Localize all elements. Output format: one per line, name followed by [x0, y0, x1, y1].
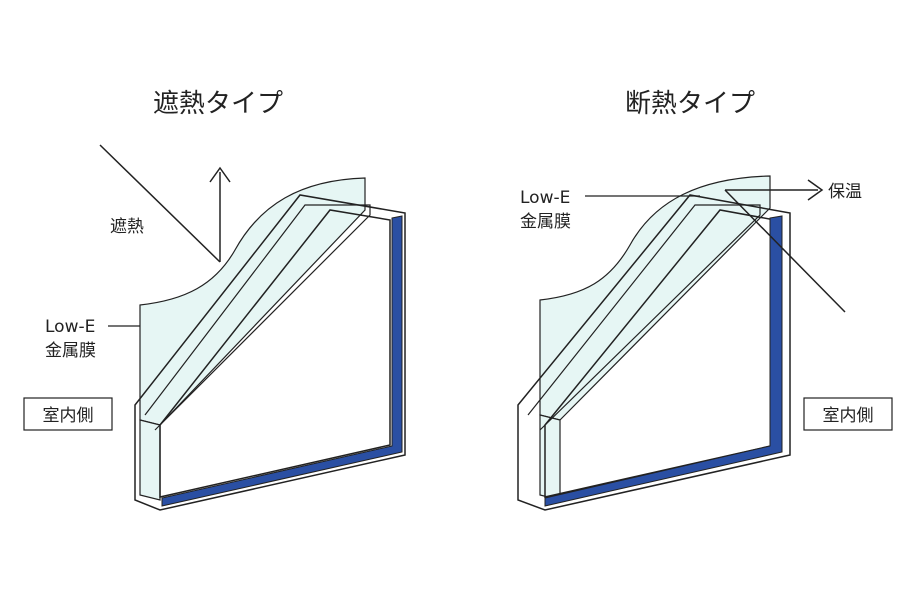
right-incoming-ray	[724, 189, 846, 313]
left-heat-label: 遮熱	[110, 217, 144, 237]
left-title: 遮熱タイプ	[153, 89, 283, 119]
right-panel: 断熱タイプ 保温 Low-E 金属膜 室内側	[517, 89, 893, 511]
right-lowe-line1: Low-E	[520, 188, 570, 208]
left-lowe-line2: 金属膜	[45, 341, 96, 361]
left-panel: 遮熱タイプ 遮熱 Low-E 金属膜 室内側	[23, 89, 406, 511]
right-insulation-label: 保温	[828, 182, 862, 202]
left-room-box	[23, 397, 113, 431]
right-arrow-head	[807, 179, 824, 201]
right-frame-outline	[517, 194, 791, 511]
right-title: 断熱タイプ	[625, 89, 755, 119]
right-room-label: 室内側	[823, 406, 874, 426]
right-room-box	[803, 397, 893, 431]
left-arrow-head	[209, 166, 231, 183]
left-spacer	[161, 215, 403, 507]
right-spacer	[544, 215, 783, 507]
left-frame-inner	[159, 209, 391, 498]
left-frame-outline	[134, 194, 406, 511]
left-outer-glass	[139, 177, 366, 426]
left-incoming-ray	[99, 144, 221, 263]
left-room-label: 室内側	[43, 406, 94, 426]
right-inner-pane	[527, 204, 761, 431]
right-outer-glass	[539, 175, 771, 421]
left-lowe-line1: Low-E	[45, 317, 95, 337]
left-glass-edge	[139, 419, 161, 501]
right-lowe-line2: 金属膜	[520, 212, 571, 232]
left-inner-pane	[144, 204, 371, 431]
